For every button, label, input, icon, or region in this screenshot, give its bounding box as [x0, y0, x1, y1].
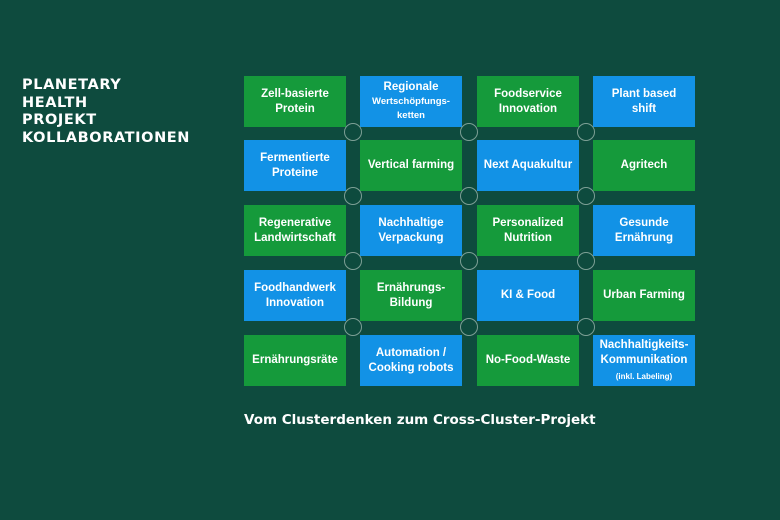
tile-label: Nutrition — [504, 231, 552, 244]
cluster-tile: KI & Food — [477, 270, 579, 321]
connector-node — [460, 187, 478, 205]
connector-node — [460, 252, 478, 270]
connector-node — [577, 187, 595, 205]
connector-node — [344, 252, 362, 270]
tile-label: Ernährungsräte — [252, 354, 338, 366]
tile-label: Ernährung — [614, 231, 674, 244]
tile-label: KI & Food — [500, 289, 556, 301]
cluster-tile: Urban Farming — [593, 270, 695, 321]
page-title: PLANETARY HEALTH PROJEKT KOLLABORATIONEN — [22, 77, 190, 147]
tile-label: Nachhaltige — [378, 216, 444, 229]
tile-label: Proteine — [271, 166, 318, 179]
tile-label: Protein — [275, 102, 315, 115]
connector-node — [344, 123, 362, 141]
title-line: KOLLABORATIONEN — [22, 129, 191, 146]
tile-label: Nachhaltigkeits- — [599, 339, 689, 351]
tile-label: Foodhandwerk — [254, 281, 336, 294]
tile-label: Wertschöpfungs- — [372, 96, 450, 107]
tile-label: Kommunikation — [600, 354, 688, 366]
cluster-tile: Vertical farming — [360, 140, 462, 191]
title-line: PROJEKT — [22, 112, 97, 128]
tile-note: (inkl. Labeling) — [615, 372, 673, 381]
cluster-tile: Ernährungs- Bildung — [360, 270, 462, 321]
tile-label: Verpackung — [378, 231, 444, 244]
tile-label: Gesunde — [619, 216, 669, 229]
tile-label: Landwirtschaft — [254, 231, 336, 244]
tile-label: Bildung — [389, 296, 433, 309]
cluster-tile: Ernährungsräte — [244, 335, 346, 386]
tile-label: Vertical farming — [367, 159, 455, 171]
cluster-tile: Plant based shift — [593, 76, 695, 127]
tile-label: Agritech — [620, 159, 668, 171]
tile-label: Urban Farming — [603, 289, 685, 301]
cluster-tile: No-Food-Waste — [477, 335, 579, 386]
cluster-tile: Agritech — [593, 140, 695, 191]
tile-label: Plant based — [611, 87, 677, 100]
tile-label: No-Food-Waste — [485, 354, 571, 366]
connector-node — [577, 123, 595, 141]
tile-label: Foodservice — [494, 87, 562, 100]
tile-label: Regenerative — [258, 216, 332, 229]
tile-label: Innovation — [498, 102, 558, 115]
tile-label: Automation / — [375, 346, 447, 359]
tile-label: Cooking robots — [368, 361, 454, 374]
tile-label: Ernährungs- — [376, 281, 446, 294]
connector-node — [344, 187, 362, 205]
tile-label: Personalized — [492, 216, 564, 229]
title-line: PLANETARY — [22, 77, 122, 93]
title-line: HEALTH — [22, 94, 88, 111]
tile-label: Regionale — [383, 81, 439, 93]
tile-label: shift — [631, 102, 657, 115]
caption: Vom Clusterdenken zum Cross-Cluster-Proj… — [244, 412, 596, 428]
connector-node — [577, 318, 595, 336]
connector-node — [460, 123, 478, 141]
connector-node — [344, 318, 362, 336]
cluster-tile: Automation / Cooking robots — [360, 335, 462, 386]
cluster-tile: Nachhaltigkeits- Kommunikation (inkl. Labe… — [593, 335, 695, 386]
cluster-tile: Next Aquakultur — [477, 140, 579, 191]
connector-node — [460, 318, 478, 336]
connector-node — [577, 252, 595, 270]
tile-label: Fermentierte — [260, 151, 330, 164]
tile-label: ketten — [397, 110, 425, 121]
tile-label: Innovation — [265, 296, 325, 309]
tile-label: Zell-basierte — [261, 87, 329, 100]
tile-label: Next Aquakultur — [483, 159, 573, 171]
